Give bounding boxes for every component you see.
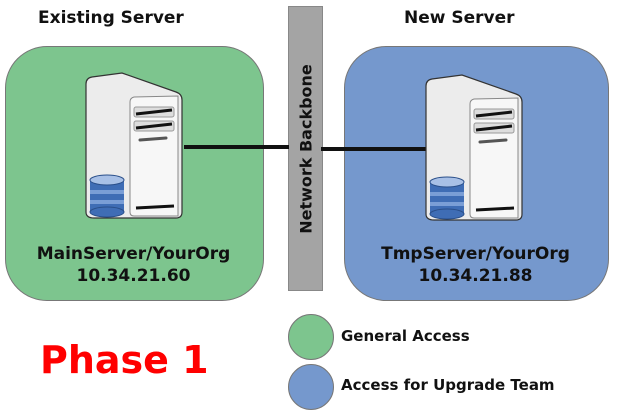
legend-label-general: General Access xyxy=(341,327,470,345)
new-server-hostname: TmpServer/YourOrg xyxy=(381,244,570,264)
phase-label: Phase 1 xyxy=(40,338,209,382)
existing-server-hostname: MainServer/YourOrg xyxy=(36,244,231,264)
legend-label-upgrade: Access for Upgrade Team xyxy=(341,376,555,394)
database-icon xyxy=(89,174,125,218)
server-icon xyxy=(425,74,523,221)
existing-server-ip: 10.34.21.60 xyxy=(76,266,191,286)
existing-server-heading: Existing Server xyxy=(38,8,184,28)
database-icon xyxy=(429,176,465,220)
legend-swatch-general xyxy=(288,314,334,360)
new-server-link xyxy=(321,147,427,151)
network-backbone: Network Backbone xyxy=(288,6,323,291)
server-icon xyxy=(85,72,183,219)
new-server-heading: New Server xyxy=(404,8,515,28)
new-server-ip: 10.34.21.88 xyxy=(418,266,533,286)
legend-swatch-upgrade xyxy=(288,364,334,410)
existing-server-link xyxy=(184,145,289,149)
network-backbone-label: Network Backbone xyxy=(296,63,315,234)
